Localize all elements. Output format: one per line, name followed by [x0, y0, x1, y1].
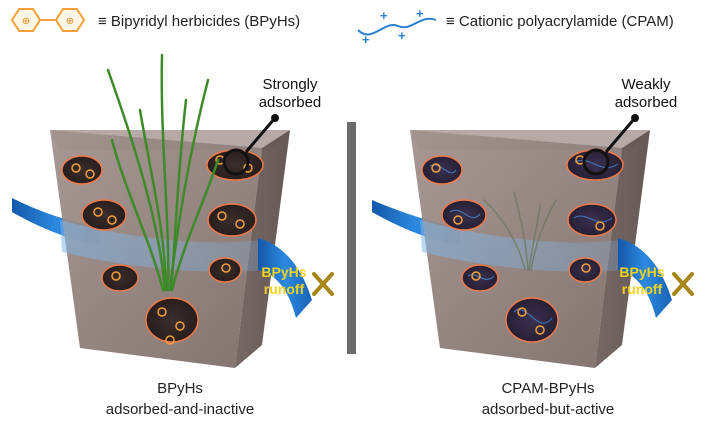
svg-text:+: +: [380, 8, 388, 23]
right-callout-line2: adsorbed: [614, 94, 678, 111]
soil-particle: [421, 149, 624, 343]
left-callout-line2: adsorbed: [258, 94, 322, 111]
cross-icon: [672, 272, 694, 296]
plant-icon: [483, 191, 557, 271]
left-runoff-line2: runoff: [263, 281, 305, 297]
left-panel-label-line2: adsorbed-and-inactive: [105, 401, 255, 418]
left-runoff-line1: BPyHs: [261, 264, 307, 280]
herbicide-marks: [71, 155, 253, 345]
right-callout-line1: Weakly: [621, 76, 671, 93]
left-panel-label-line1: BPyHs: [157, 380, 203, 397]
right-soil-box: [372, 114, 672, 368]
right-callout: Weakly adsorbed: [606, 76, 686, 112]
right-panel-label-line2: adsorbed-but-active: [481, 401, 615, 418]
left-runoff-label: BPyHs runoff: [256, 264, 312, 298]
cpam-polymer-icon: + + + +: [357, 6, 437, 47]
svg-text:⊕: ⊕: [22, 16, 30, 27]
left-soil-box: [12, 53, 312, 368]
panel-divider: [347, 122, 356, 354]
svg-text:+: +: [416, 6, 424, 21]
legend-bpyhs: ≡ Bipyridyl herbicides (BPyHs): [98, 13, 301, 30]
plant-icon: [106, 53, 220, 292]
right-panel-label-line1: CPAM-BPyHs: [501, 380, 595, 397]
left-callout: Strongly adsorbed: [250, 76, 330, 112]
right-runoff-label: BPyHs runoff: [614, 264, 670, 298]
left-callout-line1: Strongly: [262, 76, 318, 93]
bipyridyl-molecule-icon: ⊕ ⊕: [10, 8, 86, 32]
legend-cpam: ≡ Cationic polyacrylamide (CPAM): [446, 13, 674, 30]
svg-text:+: +: [398, 28, 406, 43]
cross-icon: [312, 272, 334, 296]
callout-circle: [222, 148, 250, 176]
svg-text:+: +: [362, 32, 370, 47]
right-runoff-line2: runoff: [621, 281, 663, 297]
right-panel-label: CPAM-BPyHs adsorbed-but-active: [438, 378, 658, 420]
left-panel-label: BPyHs adsorbed-and-inactive: [70, 378, 290, 420]
callout-circle: [582, 148, 610, 176]
right-runoff-line1: BPyHs: [619, 264, 665, 280]
svg-text:⊕: ⊕: [66, 16, 74, 27]
